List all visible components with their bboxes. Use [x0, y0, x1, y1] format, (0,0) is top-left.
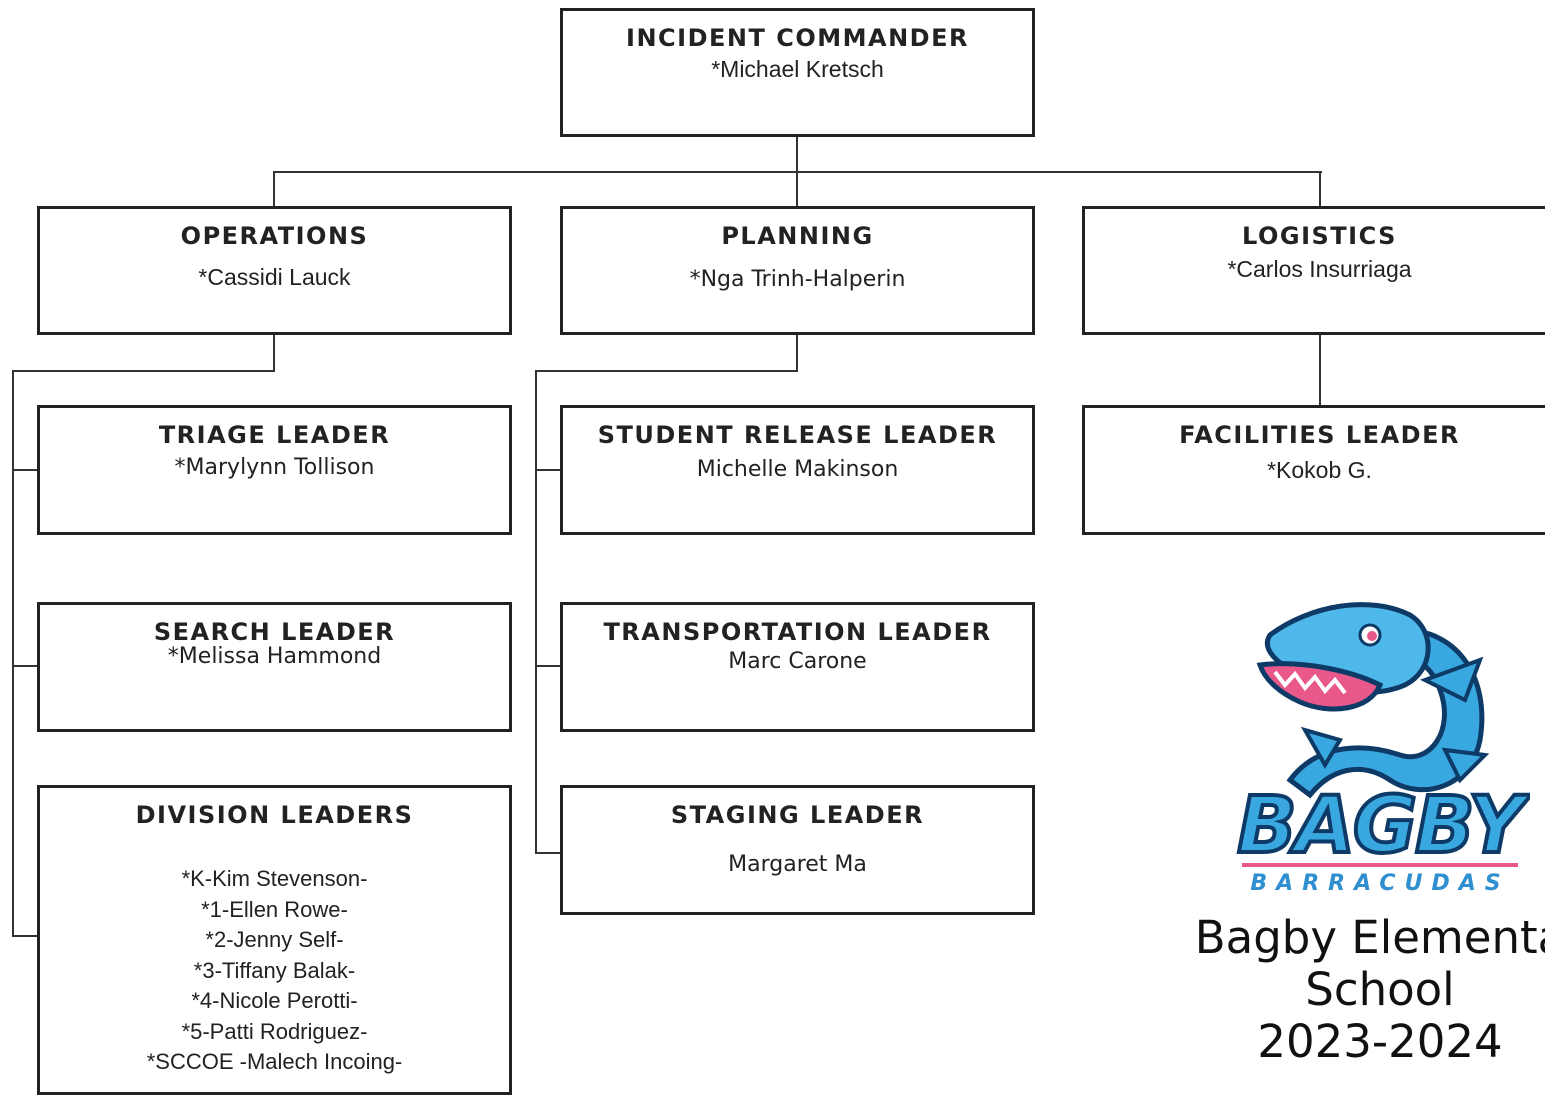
role-name: *Cassidi Lauck [198, 264, 351, 290]
role-name: *Michael Kretsch [711, 56, 884, 82]
connector-line [1319, 171, 1321, 208]
role-name: Marc Carone [728, 649, 867, 674]
role-title: STAGING LEADER [670, 801, 925, 829]
role-title: LOGISTICS [1242, 222, 1397, 250]
connector-line [12, 469, 39, 471]
list-item: *4-Nicole Perotti- [191, 988, 358, 1013]
division-leaders-box: DIVISION LEADERS *K-Kim Stevenson- *1-El… [37, 785, 512, 1095]
list-item: *5-Patti Rodriguez- [181, 1018, 368, 1044]
school-year: 2023-2024 [1257, 1015, 1503, 1068]
transportation-leader-box: TRANSPORTATION LEADER Marc Carone [560, 602, 1035, 732]
school-title: Bagby Elementa School 2023-2024 [1120, 912, 1545, 1068]
role-name: Margaret Ma [728, 852, 867, 877]
connector-line [12, 370, 275, 372]
logo-wordmark: BAGBY [1237, 781, 1530, 871]
role-name: *Kokob G. [1267, 457, 1372, 483]
role-name: *Carlos Insurriaga [1227, 256, 1412, 282]
role-title: INCIDENT COMMANDER [626, 24, 969, 52]
connector-line [273, 171, 275, 208]
role-title: FACILITIES LEADER [1179, 421, 1460, 449]
connector-line [535, 852, 562, 854]
connector-line [12, 935, 39, 937]
facilities-leader-box: FACILITIES LEADER *Kokob G. [1082, 405, 1545, 535]
operations-box: OPERATIONS *Cassidi Lauck [37, 206, 512, 335]
connector-line [12, 370, 14, 937]
list-item: *3-Tiffany Balak- [193, 957, 356, 983]
school-name-line: School [1305, 963, 1455, 1016]
role-name: *Nga Trinh-Halperin [689, 267, 906, 292]
connector-line [535, 469, 562, 471]
connector-line [535, 370, 537, 854]
role-name: *Melissa Hammond [167, 644, 382, 669]
search-leader-box: SEARCH LEADER *Melissa Hammond [37, 602, 512, 732]
connector-line [274, 171, 1322, 173]
bagby-barracudas-logo: BAGBY BARRACUDAS [1235, 602, 1530, 896]
triage-leader-box: TRIAGE LEADER *Marylynn Tollison [37, 405, 512, 535]
role-name: Michelle Makinson [696, 457, 899, 482]
school-name-line: Bagby Elementa [1194, 911, 1545, 964]
role-title: PLANNING [721, 222, 874, 250]
role-title: DIVISION LEADERS [135, 801, 414, 829]
list-item: *1-Ellen Rowe- [201, 896, 348, 922]
role-name: *Marylynn Tollison [174, 455, 375, 480]
staging-leader-box: STAGING LEADER Margaret Ma [560, 785, 1035, 915]
incident-commander-box: INCIDENT COMMANDER *Michael Kretsch [560, 8, 1035, 137]
role-title: STUDENT RELEASE LEADER [597, 421, 998, 449]
role-title: TRIAGE LEADER [158, 421, 391, 449]
list-item: *2-Jenny Self- [205, 927, 344, 952]
connector-line [273, 333, 275, 372]
logo-divider [1242, 863, 1518, 867]
logistics-box: LOGISTICS *Carlos Insurriaga [1082, 206, 1545, 335]
connector-line [12, 665, 39, 667]
role-title: OPERATIONS [180, 222, 369, 250]
connector-line [796, 333, 798, 372]
role-title: TRANSPORTATION LEADER [603, 618, 992, 646]
division-members-list: *K-Kim Stevenson- *1-Ellen Rowe- *2-Jenn… [40, 864, 509, 1078]
student-release-leader-box: STUDENT RELEASE LEADER Michelle Makinson [560, 405, 1035, 535]
barracuda-mascot-icon [1256, 602, 1490, 799]
connector-line [1319, 333, 1321, 407]
planning-box: PLANNING *Nga Trinh-Halperin [560, 206, 1035, 335]
connector-line [535, 665, 562, 667]
list-item: *K-Kim Stevenson- [181, 866, 368, 891]
list-item: *SCCOE -Malech Incoing- [146, 1049, 403, 1074]
connector-line [535, 370, 798, 372]
logo-subtitle: BARRACUDAS [1250, 871, 1509, 896]
role-title: SEARCH LEADER [153, 618, 396, 646]
